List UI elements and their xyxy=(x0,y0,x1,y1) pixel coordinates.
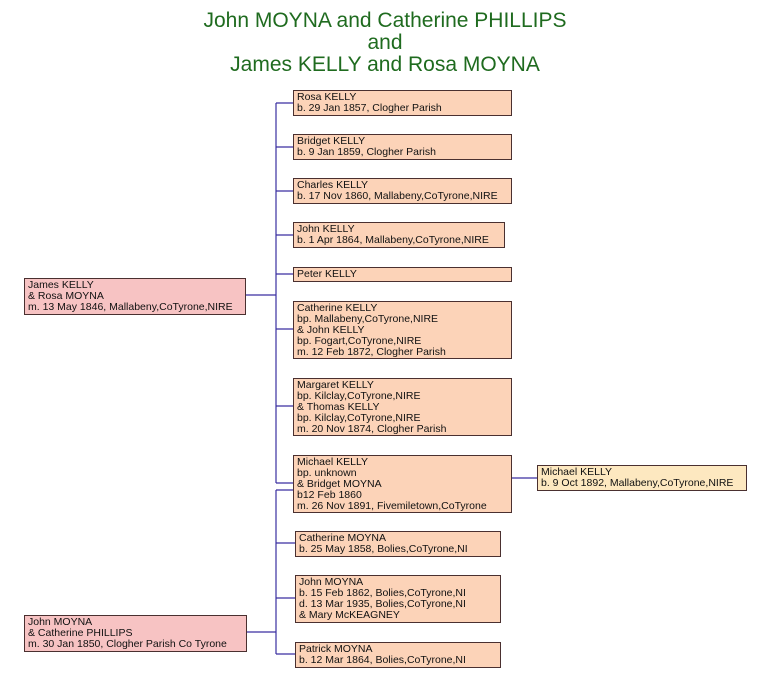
person-line: Michael KELLY xyxy=(541,466,613,478)
child-patrick-moyna: Patrick MOYNA b. 12 Mar 1864, Bolies,CoT… xyxy=(295,642,501,668)
person-line: m. 30 Jan 1850, Clogher Parish Co Tyrone xyxy=(28,638,227,650)
child-bridget-kelly: Bridget KELLY b. 9 Jan 1859, Clogher Par… xyxy=(293,134,512,160)
person-line: John MOYNA xyxy=(299,576,364,588)
person-line: Catherine KELLY xyxy=(297,302,378,314)
child-peter-kelly: Peter KELLY xyxy=(293,267,512,282)
person-line: b. 9 Oct 1892, Mallabeny,CoTyrone,NIRE xyxy=(541,477,734,489)
person-line: Patrick MOYNA xyxy=(299,643,373,655)
person-line: John KELLY xyxy=(297,223,355,235)
grandchild-michael-kelly: Michael KELLY b. 9 Oct 1892, Mallabeny,C… xyxy=(537,465,747,491)
person-line: bp. unknown xyxy=(297,467,357,479)
couple-moyna-phillips: John MOYNA & Catherine PHILLIPS m. 30 Ja… xyxy=(24,615,247,652)
child-catherine-kelly: Catherine KELLY bp. Mallabeny,CoTyrone,N… xyxy=(293,301,512,359)
person-line: James KELLY xyxy=(28,279,94,291)
person-line: b. 15 Feb 1862, Bolies,CoTyrone,NI xyxy=(299,587,466,599)
title-line-3: James KELLY and Rosa MOYNA xyxy=(230,53,540,76)
person-line: m. 20 Nov 1874, Clogher Parish xyxy=(297,423,447,435)
person-line: Rosa KELLY xyxy=(297,91,357,103)
person-line: & Catherine PHILLIPS xyxy=(28,627,133,639)
couple-kelly-moyna: James KELLY & Rosa MOYNA m. 13 May 1846,… xyxy=(24,278,246,315)
person-line: John MOYNA xyxy=(28,616,93,628)
person-line: b. 9 Jan 1859, Clogher Parish xyxy=(297,146,436,158)
child-margaret-kelly: Margaret KELLY bp. Kilclay,CoTyrone,NIRE… xyxy=(293,378,512,436)
child-rosa-kelly: Rosa KELLY b. 29 Jan 1857, Clogher Paris… xyxy=(293,90,512,116)
person-line: b. 17 Nov 1860, Mallabeny,CoTyrone,NIRE xyxy=(297,190,498,202)
person-line: bp. Kilclay,CoTyrone,NIRE xyxy=(297,390,421,402)
person-line: Bridget KELLY xyxy=(297,135,366,147)
person-line: Margaret KELLY xyxy=(297,379,374,391)
person-line: b. 12 Mar 1864, Bolies,CoTyrone,NI xyxy=(299,654,466,666)
person-line: & Thomas KELLY xyxy=(297,401,380,413)
person-line: & John KELLY xyxy=(297,324,365,336)
person-line: b. 1 Apr 1864, Mallabeny,CoTyrone,NIRE xyxy=(297,234,489,246)
person-line: b. 29 Jan 1857, Clogher Parish xyxy=(297,102,442,114)
person-line: & Bridget MOYNA xyxy=(297,478,382,490)
child-catherine-moyna: Catherine MOYNA b. 25 May 1858, Bolies,C… xyxy=(295,531,501,557)
child-john-kelly: John KELLY b. 1 Apr 1864, Mallabeny,CoTy… xyxy=(293,222,505,248)
child-michael-kelly: Michael KELLY bp. unknown & Bridget MOYN… xyxy=(293,455,512,513)
person-line: Charles KELLY xyxy=(297,179,369,191)
title-line-1: John MOYNA and Catherine PHILLIPS xyxy=(203,9,567,32)
person-line: bp. Kilclay,CoTyrone,NIRE xyxy=(297,412,421,424)
child-charles-kelly: Charles KELLY b. 17 Nov 1860, Mallabeny,… xyxy=(293,178,512,204)
person-line: Catherine MOYNA xyxy=(299,532,386,544)
chart-title: John MOYNA and Catherine PHILLIPS and Ja… xyxy=(0,10,770,76)
person-line: bp. Fogart,CoTyrone,NIRE xyxy=(297,335,422,347)
person-line: Michael KELLY xyxy=(297,456,369,468)
person-line: d. 13 Mar 1935, Bolies,CoTyrone,NI xyxy=(299,598,466,610)
person-line: bp. Mallabeny,CoTyrone,NIRE xyxy=(297,313,439,325)
title-line-2: and xyxy=(367,31,403,54)
person-line: b12 Feb 1860 xyxy=(297,489,362,501)
person-line: m. 26 Nov 1891, Fivemiletown,CoTyrone xyxy=(297,500,487,512)
person-line: & Mary McKEAGNEY xyxy=(299,609,400,621)
person-line: b. 25 May 1858, Bolies,CoTyrone,NI xyxy=(299,543,468,555)
person-line: & Rosa MOYNA xyxy=(28,290,104,302)
person-line: m. 13 May 1846, Mallabeny,CoTyrone,NIRE xyxy=(28,301,233,313)
person-line: Peter KELLY xyxy=(297,268,357,280)
person-line: m. 12 Feb 1872, Clogher Parish xyxy=(297,346,446,358)
child-john-moyna: John MOYNA b. 15 Feb 1862, Bolies,CoTyro… xyxy=(295,575,501,623)
